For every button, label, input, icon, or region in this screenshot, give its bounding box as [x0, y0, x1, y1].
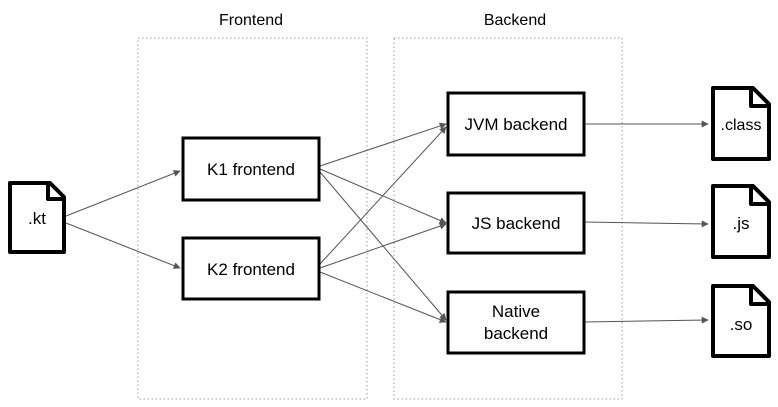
edge-kt-to-k1 [65, 170, 181, 217]
so-file-label: .so [730, 315, 753, 334]
frontend-group-title: Frontend [219, 12, 283, 29]
file-corner-icon [46, 183, 64, 201]
js-backend-label: JS backend [472, 214, 561, 233]
file-corner-icon [749, 88, 769, 108]
edge-js-to-jsfile [584, 220, 709, 228]
k2-frontend-label: K2 frontend [207, 260, 295, 279]
kt-file-node: .kt [8, 181, 66, 254]
kt-file-label: .kt [28, 209, 46, 228]
js-file-label: .js [733, 214, 750, 233]
edge-native-to-so [584, 316, 709, 324]
k1-frontend-box [181, 136, 321, 202]
js-file-node: .js [711, 184, 771, 259]
edge-k2-to-native [319, 271, 447, 323]
file-corner-icon [749, 286, 769, 306]
jvm-backend-box [446, 91, 586, 157]
js-backend-node: JS backend [446, 191, 586, 255]
js-backend-box [446, 191, 586, 255]
so-file-node: .so [711, 284, 771, 358]
file-corner-icon [749, 186, 769, 206]
native-backend-box [446, 290, 586, 355]
edge-k2-to-js [319, 222, 447, 269]
native-backend-label-line1: Native [492, 302, 540, 321]
backend-group-title: Backend [484, 12, 546, 29]
k1-frontend-label: K1 frontend [207, 160, 295, 179]
native-backend-label-line2: backend [484, 324, 548, 343]
class-file-label: .class [721, 117, 762, 134]
k1-frontend-node: K1 frontend [181, 136, 321, 202]
edge-kt-to-k2 [65, 222, 181, 269]
k2-frontend-node: K2 frontend [181, 236, 321, 301]
k2-frontend-box [181, 236, 321, 301]
jvm-backend-node: JVM backend [446, 91, 586, 157]
backend-group [393, 37, 623, 400]
edges [65, 120, 709, 324]
edge-k2-to-jvm [319, 126, 447, 265]
jvm-backend-label: JVM backend [465, 115, 568, 134]
native-backend-node: Native backend [446, 290, 586, 355]
frontend-group [137, 37, 368, 400]
edge-k1-to-jvm [319, 122, 447, 167]
class-file-node: .class [711, 86, 771, 161]
